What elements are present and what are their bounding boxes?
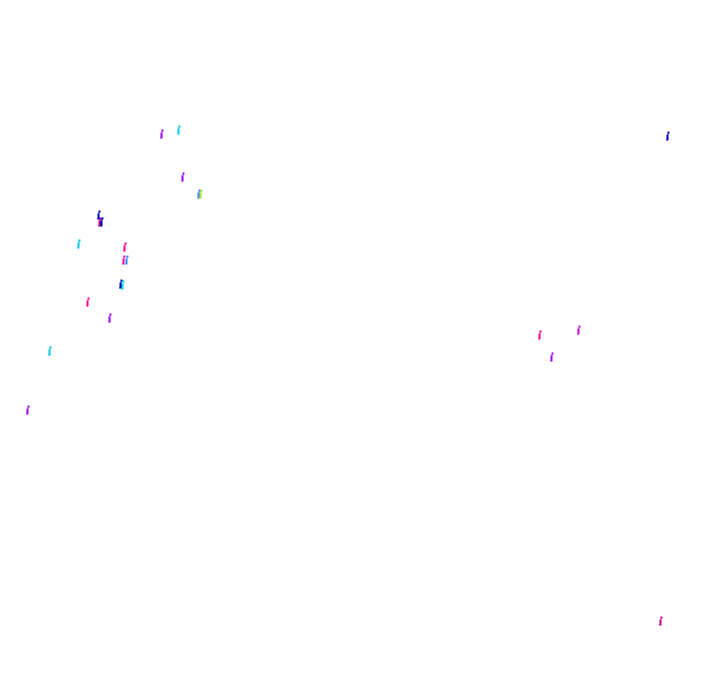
color-mark bbox=[122, 255, 126, 265]
color-mark bbox=[48, 346, 52, 356]
color-mark bbox=[197, 189, 201, 199]
color-mark bbox=[181, 172, 185, 182]
color-mark bbox=[108, 313, 112, 323]
color-mark bbox=[659, 616, 663, 626]
color-mark bbox=[77, 239, 81, 249]
color-mark bbox=[550, 352, 554, 362]
color-mark bbox=[666, 131, 670, 141]
color-mark bbox=[97, 210, 101, 220]
color-mark bbox=[100, 217, 104, 227]
color-mark bbox=[177, 125, 181, 135]
color-mark bbox=[123, 242, 127, 252]
color-mark bbox=[160, 129, 164, 139]
color-mark bbox=[538, 330, 542, 340]
color-mark bbox=[125, 255, 129, 265]
color-mark bbox=[119, 279, 123, 289]
color-mark bbox=[86, 297, 90, 307]
color-mark bbox=[98, 217, 102, 227]
color-mark bbox=[577, 325, 581, 335]
color-mark bbox=[26, 405, 30, 415]
color-mark bbox=[199, 189, 203, 199]
color-mark bbox=[121, 280, 125, 290]
